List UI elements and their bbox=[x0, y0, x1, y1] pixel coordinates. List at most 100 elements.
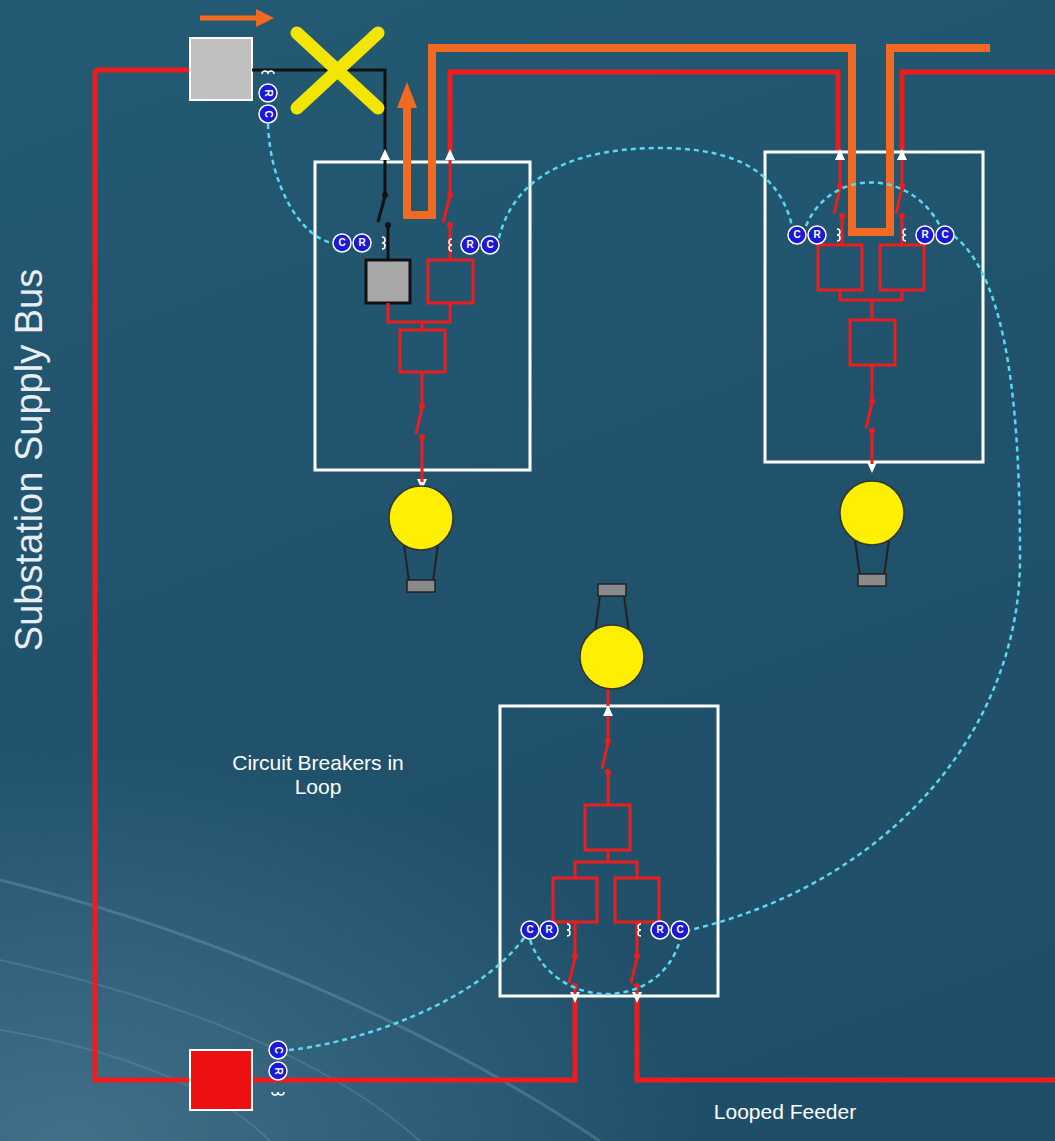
relay-circles-part bbox=[481, 236, 499, 254]
right-panel-breakers-part bbox=[896, 160, 902, 245]
left-panel-breakers-part bbox=[443, 160, 450, 260]
background-streaks-part bbox=[0, 880, 600, 1141]
substation-breakers-part bbox=[190, 38, 252, 100]
terminal-arrows-part bbox=[380, 149, 390, 160]
relay-letter: C bbox=[263, 110, 273, 117]
relay-letter: R bbox=[466, 240, 473, 250]
relay-coils-part bbox=[272, 1092, 284, 1095]
red-wires-part bbox=[95, 70, 190, 1080]
breaker-caption: Circuit Breakers in Loop bbox=[226, 751, 411, 799]
red-wires-part bbox=[637, 1000, 1055, 1080]
terminal-arrows-part bbox=[897, 149, 907, 160]
load-bulbs-part bbox=[407, 580, 435, 592]
communication-links-part bbox=[288, 938, 524, 1050]
left-panel-breakers bbox=[366, 160, 473, 482]
bottom-panel-breakers-part bbox=[572, 953, 578, 959]
load-bulbs-part bbox=[840, 481, 904, 545]
relay-circles-part bbox=[521, 921, 539, 939]
left-panel-breakers-part bbox=[378, 160, 388, 260]
relay-coils-part bbox=[837, 229, 840, 241]
fault-current-path-part bbox=[407, 48, 990, 232]
bottom-panel-breakers-part bbox=[605, 738, 611, 744]
communication-links-part bbox=[268, 124, 332, 243]
background-streaks bbox=[0, 700, 700, 1141]
relay-circles-part bbox=[540, 921, 558, 939]
left-panel-breakers-part bbox=[388, 303, 450, 330]
relay-circles-part bbox=[671, 921, 689, 939]
relay-circles-part bbox=[788, 226, 806, 244]
substation-breakers bbox=[190, 38, 252, 1110]
panel-outlines-part bbox=[315, 162, 530, 470]
right-panel-breakers-part bbox=[837, 183, 843, 189]
right-panel-breakers-part bbox=[866, 365, 872, 464]
right-panel-breakers-part bbox=[839, 213, 845, 219]
relay-coils-part bbox=[262, 71, 274, 74]
relay-circles-part bbox=[808, 226, 826, 244]
fault-marker-part bbox=[297, 33, 378, 108]
bottom-panel-breakers-part bbox=[553, 878, 597, 922]
right-panel-breakers-part bbox=[818, 245, 862, 290]
terminal-arrows-part bbox=[603, 705, 613, 716]
red-wires-part bbox=[252, 1000, 575, 1080]
fault-current-path bbox=[200, 9, 990, 232]
relay-circles-part bbox=[259, 105, 277, 123]
relay-letter: C bbox=[676, 925, 683, 935]
relay-circles-part bbox=[333, 234, 351, 252]
right-panel-breakers bbox=[818, 160, 924, 464]
relay-letter: C bbox=[338, 238, 345, 248]
left-panel-breakers-part bbox=[447, 192, 453, 198]
background-streaks-part bbox=[0, 1030, 270, 1141]
right-panel-breakers-part bbox=[880, 245, 924, 290]
fault-current-path-part bbox=[200, 16, 258, 21]
right-panel-breakers-part bbox=[869, 398, 875, 404]
communication-links-part bbox=[530, 940, 680, 994]
communication-links-part bbox=[499, 148, 792, 238]
relay-circles-part bbox=[936, 226, 954, 244]
relay-letter: R bbox=[656, 925, 663, 935]
relay-circles-part bbox=[916, 226, 934, 244]
fault-current-path-part bbox=[256, 9, 274, 27]
relay-circles-part bbox=[269, 1041, 287, 1059]
panel-outlines-part bbox=[765, 152, 983, 462]
relay-circles-part bbox=[461, 236, 479, 254]
terminal-arrows-part bbox=[445, 149, 455, 160]
load-bulbs bbox=[389, 481, 904, 689]
communication-links bbox=[268, 124, 1020, 1050]
right-panel-breakers-part bbox=[840, 290, 902, 320]
relay-circles-part bbox=[651, 921, 669, 939]
right-panel-breakers-part bbox=[834, 160, 842, 245]
bottom-panel-breakers-part bbox=[585, 805, 630, 850]
left-panel-breakers-part bbox=[419, 403, 425, 409]
relay-circles bbox=[259, 84, 954, 1080]
fault-current-path-part bbox=[397, 82, 417, 108]
relay-letter: R bbox=[263, 89, 273, 96]
right-panel-breakers-part bbox=[850, 320, 895, 365]
relay-letter: R bbox=[545, 925, 552, 935]
panel-outlines-part bbox=[500, 706, 718, 996]
load-bulbs-part bbox=[598, 584, 626, 596]
red-wires-part bbox=[95, 68, 190, 73]
left-panel-breakers-part bbox=[428, 260, 473, 303]
fault-marker-part bbox=[297, 33, 378, 108]
relay-letter: C bbox=[526, 925, 533, 935]
bottom-panel-breakers-part bbox=[602, 689, 608, 805]
bottom-panel-breakers-part bbox=[615, 878, 659, 922]
left-panel-breakers-part bbox=[447, 222, 453, 228]
panel-outlines bbox=[315, 152, 983, 996]
right-panel-breakers-part bbox=[869, 428, 875, 434]
load-bulbs-part bbox=[858, 574, 886, 586]
background-streaks-part bbox=[0, 960, 420, 1141]
communication-links-part bbox=[690, 236, 1020, 930]
relay-letter: C bbox=[941, 230, 948, 240]
left-panel-breakers-part bbox=[419, 434, 425, 440]
relay-coils-part bbox=[449, 239, 452, 251]
bottom-panel-breakers bbox=[553, 689, 659, 994]
relay-letter: R bbox=[273, 1067, 283, 1074]
relay-letter: R bbox=[921, 230, 928, 240]
left-panel-breakers-part bbox=[366, 260, 410, 303]
terminal-arrows-part bbox=[835, 149, 845, 160]
relay-coils bbox=[262, 71, 906, 1095]
bottom-panel-breakers-part bbox=[605, 769, 611, 775]
